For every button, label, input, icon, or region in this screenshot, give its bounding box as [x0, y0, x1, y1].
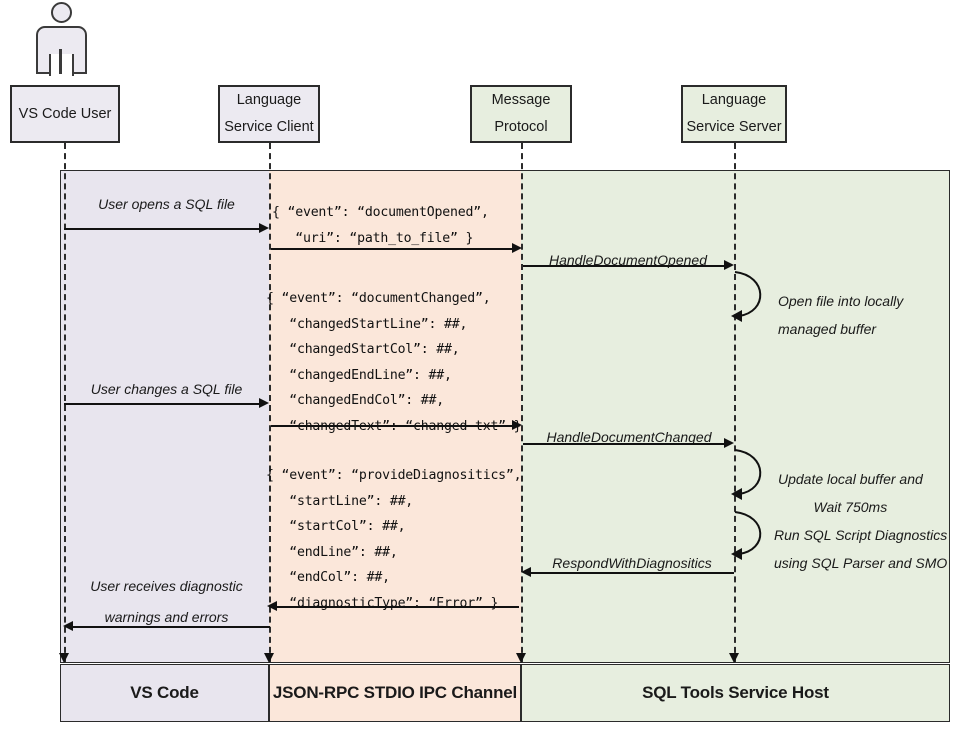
participant-message-protocol-line2: Protocol [494, 119, 548, 135]
participant-language-service-server[interactable]: Language Service Server [681, 85, 787, 143]
footer-sql-tools[interactable]: SQL Tools Service Host [521, 664, 950, 722]
json-document-changed-line1: { “event”: “documentChanged”, [266, 291, 491, 306]
json-document-changed-line3: “changedStartCol”: ##, [266, 342, 460, 358]
label-respond-with-diagnostics: RespondWithDiagnositics [552, 555, 712, 571]
arrow-handle-document-opened [523, 265, 725, 267]
json-provide-diagnostics-line6: “diagnosticType”: “Error” } [266, 595, 499, 611]
participant-vs-code-user-label: VS Code User [18, 105, 112, 122]
arrowhead-handle-document-opened [724, 259, 734, 270]
label-user-changes-file: User changes a SQL file [90, 381, 243, 397]
footer-vs-code[interactable]: VS Code [60, 664, 269, 722]
json-document-opened-line1: { “event”: “documentOpened”, [272, 205, 489, 220]
json-provide-diagnostics-line1: { “event”: “provideDiagnositics”, [266, 468, 522, 483]
actor-head-icon [51, 2, 72, 23]
json-document-opened: { “event”: “documentOpened”, “uri”: “pat… [272, 200, 489, 251]
participant-vs-code-user[interactable]: VS Code User [10, 85, 120, 143]
note-open-file-line1: Open file into locally [778, 293, 904, 309]
json-provide-diagnostics-line5: “endCol”: ##, [266, 570, 390, 586]
lifeline-language-service-server [734, 143, 736, 663]
arrowhead-document-changed-to-protocol [512, 419, 522, 430]
arrowhead-handle-document-changed [724, 437, 734, 448]
participant-language-service-server-line2: Service Server [686, 119, 782, 135]
arrowhead-terminator-protocol [515, 653, 526, 663]
arrow-user-opens-file [64, 228, 260, 230]
arrowhead-user-opens-file [259, 222, 269, 233]
self-loop-run-diagnostics-icon [731, 511, 762, 560]
note-update-buffer: Update local buffer and Wait 750ms [778, 465, 923, 521]
note-open-file-line2: managed buffer [778, 321, 877, 337]
note-update-buffer-line1: Update local buffer and [778, 471, 923, 487]
label-handle-document-changed: HandleDocumentChanged [546, 429, 712, 445]
arrow-document-opened-to-protocol [271, 248, 513, 250]
note-open-file: Open file into locally managed buffer [778, 287, 903, 343]
arrow-diagnostics-to-client [276, 606, 519, 608]
label-user-receives-diagnostics-line2: warnings and errors [104, 608, 229, 625]
arrowhead-diagnostics-to-client [267, 600, 277, 611]
arrowhead-document-opened-to-protocol [512, 242, 522, 253]
participant-message-protocol[interactable]: Message Protocol [470, 85, 572, 143]
arrow-user-receives-diagnostics [72, 626, 270, 628]
actor-leg-split-icon [59, 49, 62, 74]
region-band-rpc [269, 170, 521, 663]
participant-language-service-client-line2: Service Client [224, 119, 314, 135]
json-document-changed-line5: “changedEndCol”: ##, [266, 393, 445, 409]
arrow-respond-with-diagnostics [530, 572, 734, 574]
json-document-changed: { “event”: “documentChanged”, “changedSt… [266, 286, 522, 440]
json-document-changed-line2: “changedStartLine”: ##, [266, 316, 468, 332]
arrow-document-changed-to-protocol [271, 425, 513, 427]
note-run-diagnostics-line1: Run SQL Script Diagnostics [774, 527, 948, 543]
vs-code-user-actor-icon [34, 2, 90, 76]
note-update-buffer-line2: Wait 750ms [813, 499, 888, 515]
label-user-opens-file: User opens a SQL file [98, 196, 235, 212]
note-run-diagnostics-line2: using SQL Parser and SMO [774, 555, 948, 571]
arrowhead-respond-with-diagnostics [521, 566, 531, 577]
lifeline-language-service-client [269, 143, 271, 663]
participant-language-service-client[interactable]: Language Service Client [218, 85, 320, 143]
region-band-vscode [60, 170, 269, 663]
label-user-receives-diagnostics: User receives diagnostic warnings and er… [64, 571, 269, 633]
json-document-changed-line4: “changedEndLine”: ##, [266, 367, 452, 383]
participant-language-service-client-line1: Language [236, 92, 302, 109]
json-document-opened-line2: “uri”: “path_to_file” } [272, 230, 474, 246]
json-provide-diagnostics-line2: “startLine”: ##, [266, 493, 414, 509]
arrow-handle-document-changed [523, 443, 725, 445]
arrow-user-changes-file [64, 403, 260, 405]
json-provide-diagnostics-line3: “startCol”: ##, [266, 519, 406, 535]
participant-language-service-server-line1: Language [701, 92, 767, 109]
json-provide-diagnostics-line4: “endLine”: ##, [266, 544, 398, 560]
footer-sql-tools-label: SQL Tools Service Host [642, 683, 829, 702]
arrowhead-user-changes-file [259, 397, 269, 408]
lifeline-message-protocol [521, 143, 523, 663]
arrowhead-terminator-server [728, 653, 739, 663]
footer-json-rpc[interactable]: JSON-RPC STDIO IPC Channel [269, 664, 521, 722]
arrowhead-terminator-client [263, 653, 274, 663]
footer-vs-code-label: VS Code [130, 683, 199, 702]
json-provide-diagnostics: { “event”: “provideDiagnositics”, “start… [266, 463, 522, 617]
arrowhead-user-receives-diagnostics [63, 620, 73, 631]
arrowhead-terminator-user [58, 653, 69, 663]
footer-json-rpc-label: JSON-RPC STDIO IPC Channel [272, 683, 518, 702]
self-loop-update-buffer-icon [731, 449, 762, 500]
participant-message-protocol-line1: Message [491, 92, 551, 109]
self-loop-open-file-icon [731, 271, 762, 322]
note-run-diagnostics: Run SQL Script Diagnostics using SQL Par… [774, 521, 947, 577]
label-handle-document-opened: HandleDocumentOpened [549, 252, 707, 268]
actor-legs-icon [49, 54, 74, 76]
label-user-receives-diagnostics-line1: User receives diagnostic [90, 578, 243, 594]
